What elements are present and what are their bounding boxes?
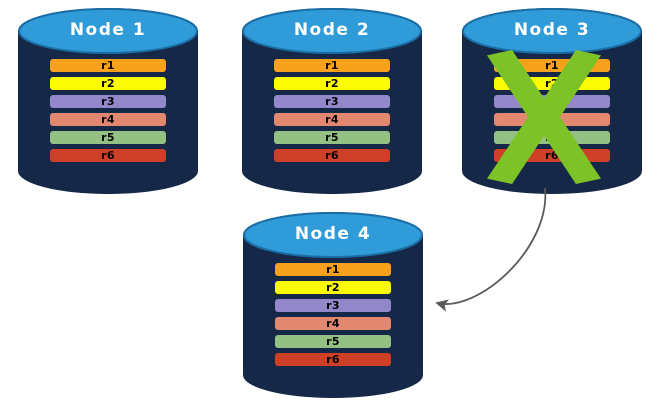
node-4-row-r4[interactable]: r4 [275, 317, 391, 330]
node-2-row-r4[interactable]: r4 [274, 113, 390, 126]
node-1-row-r4[interactable]: r4 [50, 113, 166, 126]
node-4-row-r2[interactable]: r2 [275, 281, 391, 294]
node-1-row-r3[interactable]: r3 [50, 95, 166, 108]
node-3-rows: r1 r2 r3 r4 r5 r6 [462, 8, 642, 194]
node-3-row-r6[interactable]: r6 [494, 149, 610, 162]
cylinder-top [242, 8, 422, 54]
cylinder-top [243, 212, 423, 258]
node-2-row-r5[interactable]: r5 [274, 131, 390, 144]
node-3-row-r2[interactable]: r2 [494, 77, 610, 90]
node-3-row-r4[interactable]: r4 [494, 113, 610, 126]
cylinder-top [18, 8, 198, 54]
node-1-row-r2[interactable]: r2 [50, 77, 166, 90]
node-2-row-r3[interactable]: r3 [274, 95, 390, 108]
node-2-row-r2[interactable]: r2 [274, 77, 390, 90]
node-2-rows: r1 r2 r3 r4 r5 r6 [242, 8, 422, 194]
node-2-row-r6[interactable]: r6 [274, 149, 390, 162]
node-4-row-r3[interactable]: r3 [275, 299, 391, 312]
node-1-rows: r1 r2 r3 r4 r5 r6 [18, 8, 198, 194]
node-4-row-r6[interactable]: r6 [275, 353, 391, 366]
node-2-row-r1[interactable]: r1 [274, 59, 390, 72]
node-1-row-r5[interactable]: r5 [50, 131, 166, 144]
node-1-row-r6[interactable]: r6 [50, 149, 166, 162]
node-3-row-r3[interactable]: r3 [494, 95, 610, 108]
node-3-row-r1[interactable]: r1 [494, 59, 610, 72]
node-3-row-r5[interactable]: r5 [494, 131, 610, 144]
node-4-row-r5[interactable]: r5 [275, 335, 391, 348]
node-1-row-r1[interactable]: r1 [50, 59, 166, 72]
node-4-rows: r1 r2 r3 r4 r5 r6 [243, 212, 423, 398]
node-4-row-r1[interactable]: r1 [275, 263, 391, 276]
